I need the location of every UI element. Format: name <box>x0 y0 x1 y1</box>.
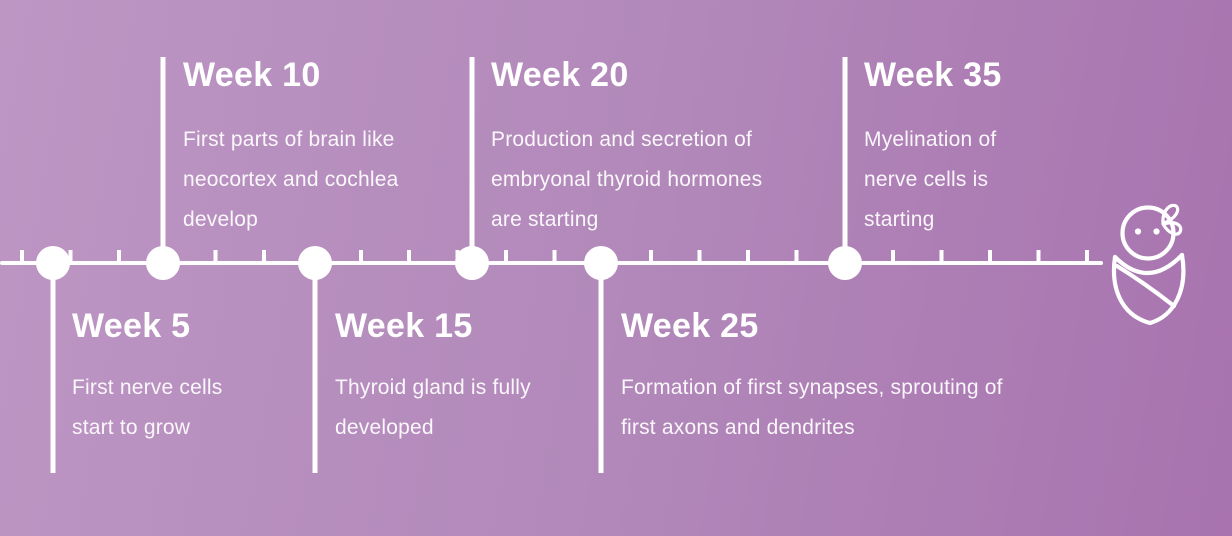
event-week-15-title: Week 15 <box>335 307 473 345</box>
event-week-25-description: Formation of first synapses, sprouting o… <box>621 368 1003 448</box>
connector-week-20 <box>469 57 475 263</box>
event-week-20-description: Production and secretion of embryonal th… <box>491 120 762 240</box>
event-week-25-title: Week 25 <box>621 307 759 345</box>
event-week-5-description: First nerve cells start to grow <box>72 368 222 448</box>
event-week-15-description: Thyroid gland is fully developed <box>335 368 531 448</box>
description-line: embryonal thyroid hormones <box>491 168 763 191</box>
event-week-20-title: Week 20 <box>491 56 629 94</box>
timeline-axis <box>0 261 1103 265</box>
description-line: First parts of brain like <box>183 128 395 151</box>
event-week-10-title: Week 10 <box>183 56 321 94</box>
connector-week-5 <box>50 263 56 473</box>
timeline-node-week-20 <box>455 246 489 280</box>
description-line: develop <box>183 208 258 231</box>
event-week-15: Week 15 Thyroid gland is fully developed <box>335 306 531 439</box>
connector-week-25 <box>598 263 604 473</box>
timeline-node-week-25 <box>584 246 618 280</box>
description-line: first axons and dendrites <box>621 416 855 439</box>
axis-ticks <box>0 250 1090 261</box>
description-line: Formation of first synapses, sprouting o… <box>621 376 1003 399</box>
description-line: Production and secretion of <box>491 128 753 151</box>
timeline-node-week-35 <box>828 246 862 280</box>
description-line: nerve cells is <box>864 168 989 191</box>
description-line: start to grow <box>72 416 191 439</box>
description-line: starting <box>864 208 935 231</box>
event-week-35-title: Week 35 <box>864 56 1002 94</box>
description-line: neocortex and cochlea <box>183 168 399 191</box>
connector-week-10 <box>160 57 166 263</box>
event-week-10-description: First parts of brain like neocortex and … <box>183 120 399 240</box>
event-week-5: Week 5 First nerve cells start to grow <box>72 306 222 439</box>
event-week-25: Week 25 Formation of first synapses, spr… <box>621 306 1003 439</box>
event-week-5-title: Week 5 <box>72 307 191 345</box>
timeline-node-week-5 <box>36 246 70 280</box>
swaddled-baby-icon <box>1111 203 1186 326</box>
connector-week-15 <box>312 263 318 473</box>
description-line: are starting <box>491 208 599 231</box>
description-line: Myelination of <box>864 128 997 151</box>
description-line: Thyroid gland is fully <box>335 376 531 399</box>
timeline-node-week-10 <box>146 246 180 280</box>
connector-week-35 <box>842 57 848 263</box>
description-line: developed <box>335 416 434 439</box>
event-week-35-description: Myelination of nerve cells is starting <box>864 120 996 240</box>
timeline-node-week-15 <box>298 246 332 280</box>
description-line: First nerve cells <box>72 376 223 399</box>
